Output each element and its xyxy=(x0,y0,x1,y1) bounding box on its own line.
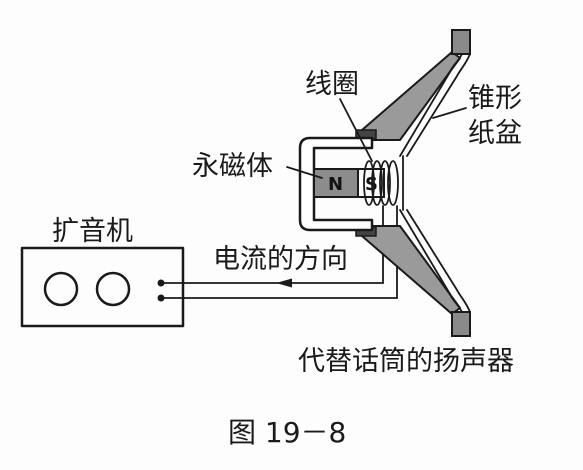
cone-label-line2: 纸盆 xyxy=(468,118,522,149)
cone-leader xyxy=(432,107,467,119)
cone-line-bottom-inner xyxy=(399,209,463,313)
amplifier-knob-left xyxy=(43,271,79,307)
amplifier-label: 扩音机 xyxy=(52,216,133,247)
current-direction-label: 电流的方向 xyxy=(213,244,348,275)
speaker-frame-bottom xyxy=(355,225,471,337)
amplifier xyxy=(20,246,185,328)
speaker-frame-top xyxy=(355,29,471,141)
cone-label-line1: 锥形 xyxy=(468,83,522,114)
paper-cone xyxy=(399,53,471,313)
cone-line-top-inner xyxy=(399,53,463,157)
coil-turn xyxy=(379,160,391,206)
current-direction-arrow xyxy=(276,278,292,288)
magnet-label: 永磁体 xyxy=(192,151,273,182)
coil-turn xyxy=(363,160,375,206)
coil-label: 线圈 xyxy=(305,69,359,100)
cone-rim-bottom xyxy=(451,311,471,337)
voice-coil xyxy=(363,160,399,206)
speaker-label: 代替话筒的扬声器 xyxy=(298,346,514,377)
figure-caption: 图 19－8 xyxy=(228,416,346,449)
coil-turn xyxy=(371,160,383,206)
cone-rim-top xyxy=(451,29,471,55)
amplifier-knob-right xyxy=(95,271,131,307)
cone-line-top-outer xyxy=(406,53,471,157)
coil-turn xyxy=(387,160,399,206)
magnet-pole-n xyxy=(313,168,359,198)
cone-line-bottom-outer xyxy=(406,209,471,313)
magnet-leader xyxy=(286,166,323,179)
amplifier-body xyxy=(20,246,185,328)
coil-leader xyxy=(339,98,373,162)
leader-lines xyxy=(286,98,467,179)
pole-n-label: N xyxy=(328,174,343,195)
